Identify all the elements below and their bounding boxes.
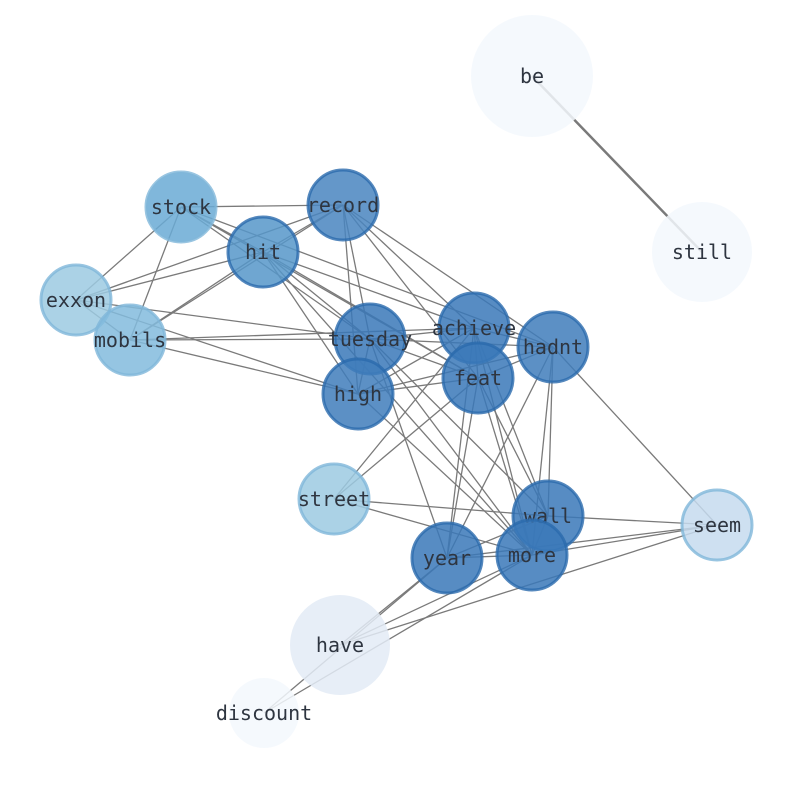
node-label-still: still (672, 240, 732, 264)
node-label-achieve: achieve (432, 316, 516, 340)
edge-mobils-achieve (129, 327, 475, 341)
edge-hadnt-seem (552, 346, 718, 526)
node-discount: discount (216, 678, 312, 748)
node-mobils: mobils (93, 303, 167, 377)
node-label-feat: feat (454, 366, 502, 390)
edge-hadnt-year (446, 346, 554, 559)
node-circle-exxon (39, 263, 113, 337)
edge-tuesday-more (369, 338, 533, 556)
edge-record-hadnt (342, 204, 554, 348)
edge-seem-year (446, 524, 718, 559)
node-label-high: high (334, 382, 382, 406)
node-label-record: record (307, 193, 379, 217)
edge-more-discount (263, 554, 533, 714)
node-label-tuesday: tuesday (328, 327, 412, 351)
edge-hit-more (262, 251, 533, 556)
edge-hit-achieve (262, 251, 475, 329)
edge-tuesday-wall (369, 338, 549, 517)
edge-mobils-tuesday (129, 338, 371, 341)
node-feat: feat (441, 341, 515, 415)
node-seem: seem (680, 488, 754, 562)
node-label-hadnt: hadnt (523, 335, 583, 359)
node-circle-have (290, 595, 390, 695)
node-circle-hit (226, 215, 300, 289)
node-circle-more (495, 518, 569, 592)
node-still: still (652, 202, 752, 302)
edge-layer (75, 75, 718, 714)
node-year: year (410, 521, 484, 595)
node-circle-high (321, 357, 395, 431)
node-stock: stock (144, 170, 218, 244)
node-circle-mobils (93, 303, 167, 377)
node-label-mobils: mobils (94, 328, 166, 352)
node-label-discount: discount (216, 701, 312, 725)
node-exxon: exxon (39, 263, 113, 337)
edge-record-exxon (75, 204, 344, 301)
node-high: high (321, 357, 395, 431)
node-street: street (297, 462, 371, 536)
node-circle-hadnt (516, 310, 590, 384)
node-label-more: more (508, 543, 556, 567)
node-be: be (471, 15, 593, 137)
node-circle-be (471, 15, 593, 137)
node-hadnt: hadnt (516, 310, 590, 384)
node-circle-stock (144, 170, 218, 244)
node-label-be: be (520, 64, 544, 88)
node-layer: be still stock record hit exxon mobils tuesday a… (39, 15, 754, 748)
node-circle-still (652, 202, 752, 302)
node-circle-seem (680, 488, 754, 562)
node-label-year: year (423, 546, 471, 570)
node-hit: hit (226, 215, 300, 289)
edge-mobils-high (129, 339, 359, 395)
node-label-stock: stock (151, 195, 211, 219)
node-more: more (495, 518, 569, 592)
node-circle-year (410, 521, 484, 595)
node-circle-discount (229, 678, 299, 748)
node-record: record (306, 168, 380, 242)
node-circle-record (306, 168, 380, 242)
node-have: have (290, 595, 390, 695)
node-label-exxon: exxon (46, 288, 106, 312)
node-label-hit: hit (245, 240, 281, 264)
node-tuesday: tuesday (328, 302, 412, 376)
node-circle-street (297, 462, 371, 536)
node-label-have: have (316, 633, 364, 657)
edge-high-more (357, 393, 533, 556)
node-circle-feat (441, 341, 515, 415)
node-label-seem: seem (693, 513, 741, 537)
node-label-street: street (298, 487, 370, 511)
